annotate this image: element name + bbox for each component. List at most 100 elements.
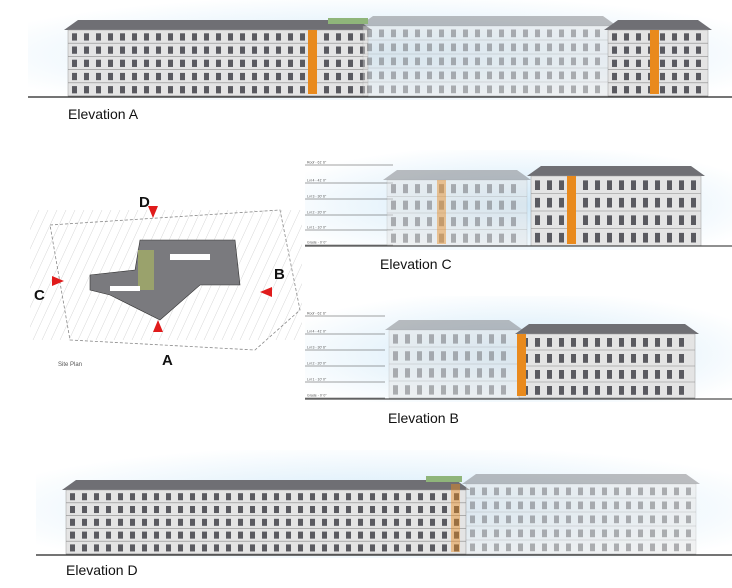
window: [602, 501, 607, 510]
window: [554, 543, 559, 552]
survey-line: [32, 209, 94, 341]
roof: [62, 480, 470, 490]
window: [417, 334, 422, 344]
window: [132, 86, 137, 94]
window: [679, 386, 684, 395]
window: [391, 85, 396, 94]
window: [595, 71, 600, 80]
window: [336, 72, 341, 81]
window: [391, 29, 396, 38]
window: [607, 386, 612, 395]
window: [403, 71, 408, 80]
window: [108, 46, 113, 54]
window: [571, 354, 576, 363]
window: [511, 71, 516, 80]
window: [178, 531, 183, 539]
window: [238, 493, 243, 501]
window: [168, 86, 173, 94]
window: [403, 85, 408, 94]
window: [72, 46, 77, 54]
survey-line: [30, 209, 58, 269]
window: [240, 33, 245, 41]
window: [322, 506, 327, 514]
window: [106, 531, 111, 539]
window: [192, 86, 197, 94]
window: [82, 531, 87, 539]
window: [595, 354, 600, 363]
window: [370, 544, 375, 552]
window: [418, 493, 423, 501]
window: [393, 385, 398, 395]
window: [626, 487, 631, 496]
level-label: Grade - 0' 0": [307, 394, 327, 398]
window: [72, 59, 77, 67]
window: [463, 57, 468, 66]
window: [559, 386, 564, 395]
window: [310, 518, 315, 526]
window: [142, 544, 147, 552]
window: [470, 515, 475, 524]
window: [442, 531, 447, 539]
elevation-d-svg: [36, 450, 732, 558]
window: [482, 529, 487, 538]
window: [406, 518, 411, 526]
survey-line: [30, 209, 67, 289]
window: [418, 518, 423, 526]
window: [674, 543, 679, 552]
window: [583, 180, 588, 190]
window: [334, 544, 339, 552]
stair-tower: [308, 30, 317, 94]
window: [667, 370, 672, 379]
window: [276, 72, 281, 81]
window: [192, 46, 197, 54]
window: [336, 46, 341, 54]
green-roof: [328, 18, 368, 24]
window: [499, 85, 504, 94]
window: [636, 86, 641, 94]
window: [130, 544, 135, 552]
survey-line: [266, 263, 302, 341]
window: [360, 86, 365, 94]
window: [84, 86, 89, 94]
window: [465, 368, 470, 378]
window: [180, 46, 185, 54]
window: [451, 200, 456, 210]
window: [547, 85, 552, 94]
window: [324, 72, 329, 81]
window: [202, 544, 207, 552]
window: [94, 518, 99, 526]
window: [499, 57, 504, 66]
window: [156, 59, 161, 67]
window: [238, 531, 243, 539]
window: [130, 531, 135, 539]
site-plan-svg: [30, 206, 302, 351]
window: [595, 197, 600, 208]
window: [684, 46, 689, 54]
window: [595, 215, 600, 225]
window: [415, 29, 420, 38]
window: [300, 46, 305, 54]
window: [286, 493, 291, 501]
window: [535, 232, 540, 243]
site-plan: [30, 190, 302, 380]
window: [667, 232, 672, 243]
window: [559, 215, 564, 225]
window: [638, 529, 643, 538]
window: [667, 386, 672, 395]
window: [336, 33, 341, 41]
window: [511, 29, 516, 38]
window: [631, 197, 636, 208]
window: [144, 46, 149, 54]
window: [465, 385, 470, 395]
window: [518, 543, 523, 552]
window: [547, 29, 552, 38]
window: [518, 487, 523, 496]
window: [482, 515, 487, 524]
window: [106, 518, 111, 526]
window: [379, 85, 384, 94]
window: [602, 487, 607, 496]
window: [511, 217, 516, 227]
window: [650, 529, 655, 538]
window: [554, 501, 559, 510]
window: [439, 200, 444, 210]
